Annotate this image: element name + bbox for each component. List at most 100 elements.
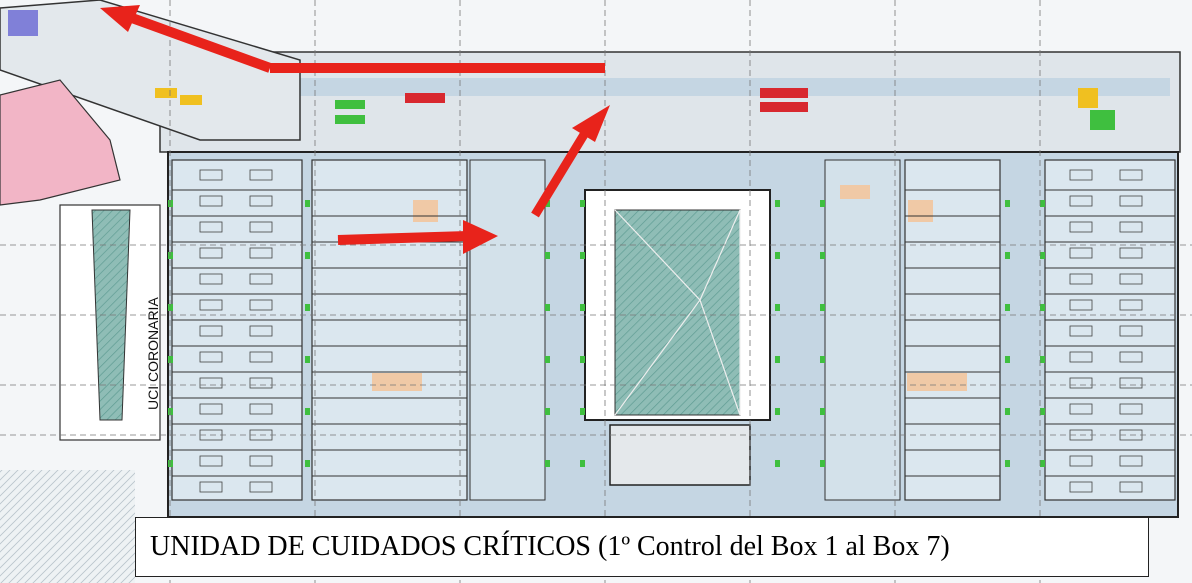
door-marker <box>1005 356 1010 363</box>
bed-symbol <box>199 273 223 285</box>
central-patio <box>614 209 741 416</box>
purple-room <box>8 10 38 36</box>
bed-symbol <box>1069 403 1093 415</box>
bed-symbol <box>249 325 273 337</box>
door-marker <box>545 200 550 207</box>
bed-symbol <box>249 221 273 233</box>
green-room-1 <box>335 100 365 109</box>
door-marker <box>820 200 825 207</box>
bed-symbol <box>1069 273 1093 285</box>
door-marker <box>580 304 585 311</box>
orange-room-3 <box>840 185 870 199</box>
inner-left-block-2 <box>469 159 546 501</box>
door-marker <box>1005 200 1010 207</box>
door-marker <box>820 304 825 311</box>
bed-symbol <box>199 377 223 389</box>
orange-room-5 <box>907 373 967 391</box>
green-room-2 <box>335 115 365 124</box>
door-marker <box>168 252 173 259</box>
arrow-head-top-left <box>100 5 140 32</box>
door-marker <box>1040 252 1045 259</box>
door-marker <box>580 408 585 415</box>
bed-symbol <box>1069 299 1093 311</box>
bed-symbol <box>249 169 273 181</box>
bed-symbol <box>249 247 273 259</box>
bed-symbol <box>249 377 273 389</box>
bed-symbol <box>199 169 223 181</box>
bed-symbol <box>1119 455 1143 467</box>
bed-symbol <box>1119 351 1143 363</box>
door-marker <box>1040 408 1045 415</box>
door-marker <box>1005 408 1010 415</box>
bed-symbol <box>1119 325 1143 337</box>
door-marker <box>168 408 173 415</box>
door-marker <box>1005 252 1010 259</box>
bed-symbol <box>1069 481 1093 493</box>
bed-symbol <box>1119 247 1143 259</box>
door-marker <box>168 460 173 467</box>
door-marker <box>775 460 780 467</box>
pink-rooms <box>0 79 121 206</box>
bed-symbol <box>1119 169 1143 181</box>
bed-symbol <box>1069 169 1093 181</box>
bed-symbol <box>249 481 273 493</box>
arrow-diagonal-shaft <box>130 13 272 73</box>
door-marker <box>305 304 310 311</box>
door-marker <box>305 200 310 207</box>
bed-symbol <box>1119 481 1143 493</box>
unit-label: UCI CORONARIA <box>145 297 161 410</box>
bed-symbol <box>199 325 223 337</box>
door-marker <box>820 252 825 259</box>
door-marker <box>775 252 780 259</box>
inner-right-block-2 <box>824 159 901 501</box>
door-marker <box>820 356 825 363</box>
bed-symbol <box>249 299 273 311</box>
yellow-room-3 <box>1078 88 1098 108</box>
door-marker <box>775 356 780 363</box>
red-room-2 <box>760 88 808 98</box>
orange-room-4 <box>908 200 933 222</box>
patio-lines <box>614 209 741 416</box>
orange-room-1 <box>413 200 438 222</box>
bed-symbol <box>1069 325 1093 337</box>
door-marker <box>305 356 310 363</box>
door-marker <box>168 304 173 311</box>
bed-symbol <box>1069 195 1093 207</box>
door-marker <box>580 252 585 259</box>
arrow-up-shaft <box>531 125 592 218</box>
caption-text: UNIDAD DE CUIDADOS CRÍTICOS (1º Control … <box>150 531 950 562</box>
bed-symbol <box>1119 403 1143 415</box>
bed-symbol <box>1069 221 1093 233</box>
door-marker <box>545 356 550 363</box>
right-room-column <box>1044 159 1176 501</box>
door-marker <box>545 252 550 259</box>
door-marker <box>545 460 550 467</box>
bed-symbol <box>199 403 223 415</box>
top-corridor <box>170 78 1170 96</box>
door-marker <box>775 304 780 311</box>
yellow-room-2 <box>180 95 202 105</box>
bed-symbol <box>249 195 273 207</box>
arrow-head-right <box>463 220 498 254</box>
arrow-head-up <box>572 105 610 142</box>
bed-symbol <box>199 481 223 493</box>
inner-left-block <box>311 159 468 501</box>
door-marker <box>775 200 780 207</box>
bed-symbol <box>249 455 273 467</box>
red-room-1 <box>405 93 445 103</box>
bed-symbol <box>1069 377 1093 389</box>
door-marker <box>1040 460 1045 467</box>
bed-symbol <box>1069 247 1093 259</box>
door-marker <box>580 460 585 467</box>
yellow-room-1 <box>155 88 177 98</box>
door-marker <box>820 408 825 415</box>
hatched-ground <box>0 470 135 583</box>
central-stairs <box>609 424 751 486</box>
door-marker <box>775 408 780 415</box>
caption-box: UNIDAD DE CUIDADOS CRÍTICOS (1º Control … <box>135 517 1149 577</box>
bed-symbol <box>1069 455 1093 467</box>
room-dividers <box>168 169 1175 493</box>
red-room-3 <box>760 102 808 112</box>
